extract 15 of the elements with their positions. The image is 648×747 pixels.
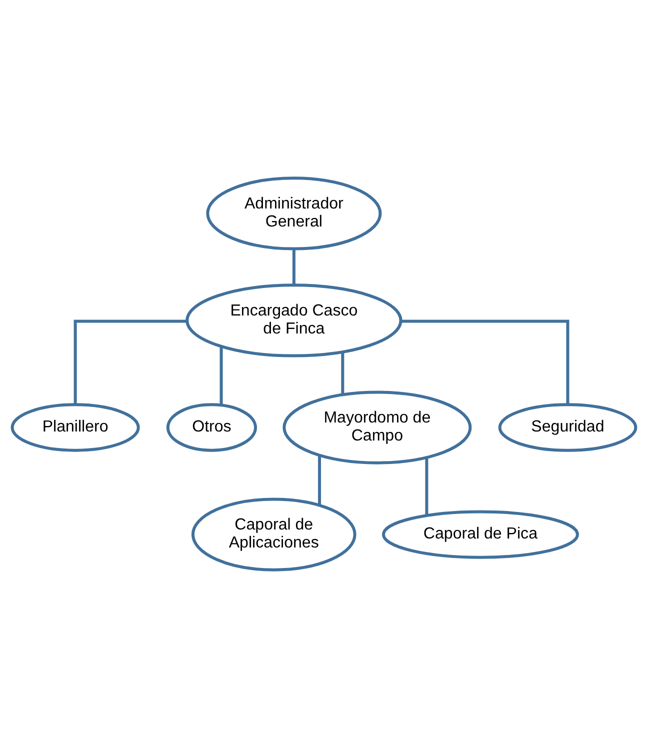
connector [425, 457, 428, 515]
node-ellipse: Otros [166, 402, 257, 452]
connector [74, 319, 187, 404]
connector [220, 346, 223, 405]
connector [292, 248, 296, 284]
node-ellipse: Encargado Casco de Finca [186, 283, 402, 357]
node-ellipse: Administrador General [206, 176, 382, 250]
connector [341, 352, 344, 394]
node-ellipse: Mayordomo de Campo [282, 390, 472, 464]
node-ellipse: Seguridad [498, 402, 638, 452]
node-ellipse: Caporal de Pica [382, 510, 580, 558]
node-ellipse: Planillero [10, 402, 140, 452]
connector [318, 454, 321, 504]
node-ellipse: Caporal de Aplicaciones [191, 497, 356, 571]
connector [401, 319, 570, 404]
